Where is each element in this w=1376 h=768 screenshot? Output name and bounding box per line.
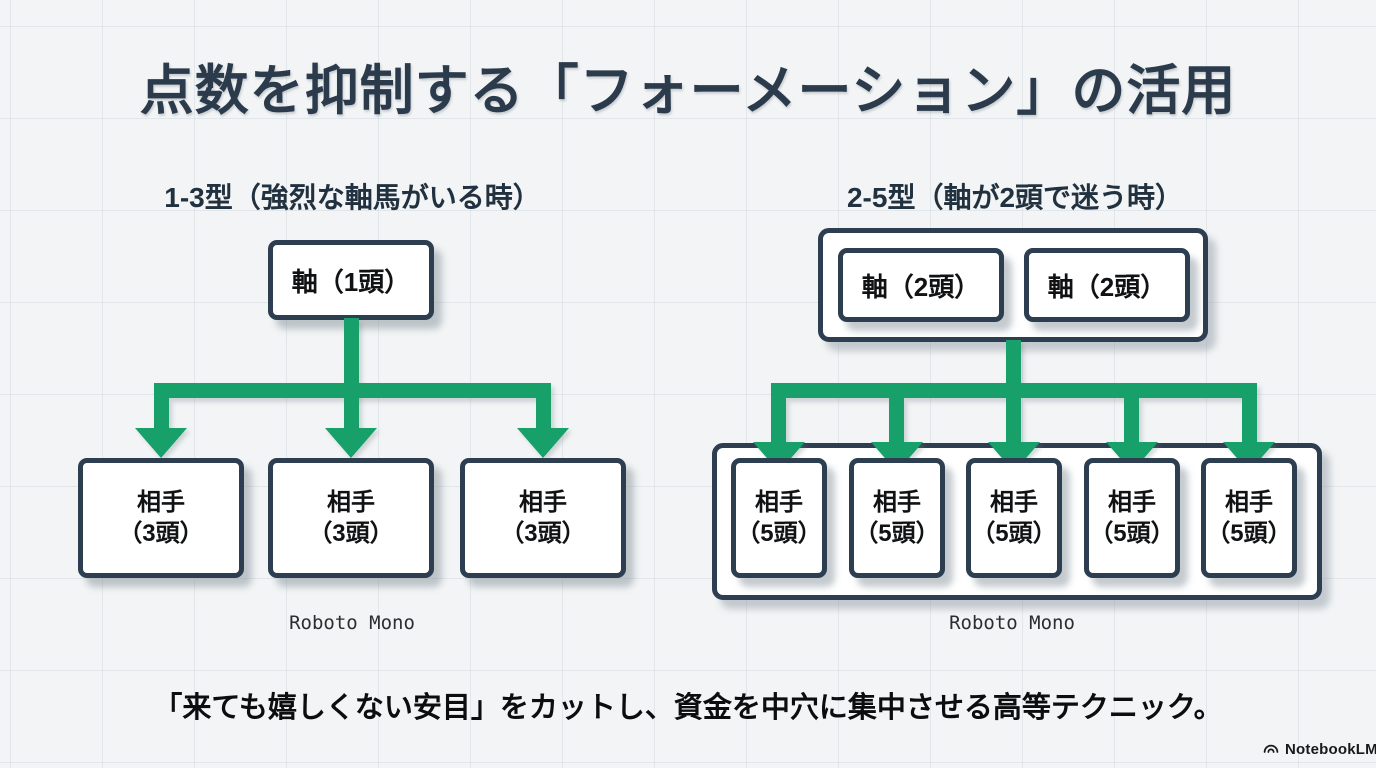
left-diagram-heading: 1-3型（強烈な軸馬がいる時） [164, 182, 541, 213]
left-partner-box-1: 相手 （3頭） [78, 458, 244, 578]
right-partner-box-5: 相手 （5頭） [1201, 458, 1297, 578]
partner-label-line2: （5頭） [1206, 520, 1292, 547]
watermark-label: NotebookLM [1285, 740, 1376, 758]
partner-label-line2: （5頭） [1089, 520, 1175, 547]
right-partner-box-2: 相手 （5頭） [849, 458, 945, 578]
right-connector-drop-4 [1124, 398, 1139, 443]
partner-label-line2: （3頭） [500, 520, 586, 547]
right-font-caption: Roboto Mono [949, 612, 1075, 634]
right-axis-label: 軸（2頭） [861, 271, 981, 302]
right-connector-drop-1 [771, 398, 786, 443]
left-connector-crossbar [154, 383, 551, 398]
right-connector-drop-2 [889, 398, 904, 443]
right-connector-crossbar [771, 383, 1257, 398]
footer-note: 「来ても嬉しくない安目」をカットし、資金を中穴に集中させる高等テクニック。 [153, 692, 1223, 724]
partner-label-line2: （5頭） [971, 520, 1057, 547]
right-axis-box-1: 軸（2頭） [838, 248, 1004, 322]
partner-label-line1: 相手 [873, 488, 921, 516]
partner-label-line1: 相手 [327, 488, 375, 516]
right-diagram-heading: 2-5型（軸が2頭で迷う時） [846, 182, 1184, 213]
arrow-down-icon [135, 428, 187, 458]
left-axis-label: 軸（1頭） [291, 266, 411, 297]
right-axis-label: 軸（2頭） [1047, 271, 1167, 302]
right-partner-box-1: 相手 （5頭） [731, 458, 827, 578]
partner-label-line1: 相手 [519, 488, 567, 516]
notebooklm-watermark: NotebookLM [1262, 740, 1376, 758]
partner-label-line1: 相手 [990, 488, 1038, 516]
right-partner-box-4: 相手 （5頭） [1084, 458, 1180, 578]
right-connector-trunk [1006, 340, 1021, 383]
partner-label-line2: （5頭） [736, 520, 822, 547]
left-partner-box-2: 相手 （3頭） [268, 458, 434, 578]
arrow-down-icon [517, 428, 569, 458]
partner-label-line2: （3頭） [118, 520, 204, 547]
partner-label-line1: 相手 [1225, 488, 1273, 516]
partner-label-line1: 相手 [755, 488, 803, 516]
left-connector-drop-2 [344, 398, 359, 429]
right-connector-drop-3 [1006, 398, 1021, 443]
partner-label-line2: （3頭） [308, 520, 394, 547]
partner-label-line1: 相手 [1108, 488, 1156, 516]
left-connector-drop-1 [154, 398, 169, 429]
partner-label-line1: 相手 [137, 488, 185, 516]
notebooklm-logo-icon [1262, 740, 1280, 758]
left-connector-trunk [344, 318, 359, 398]
left-partner-box-3: 相手 （3頭） [460, 458, 626, 578]
right-partner-box-3: 相手 （5頭） [966, 458, 1062, 578]
page-title: 点数を抑制する「フォーメーション」の活用 [139, 61, 1237, 121]
left-font-caption: Roboto Mono [289, 612, 415, 634]
right-connector-drop-5 [1242, 398, 1257, 443]
left-axis-box: 軸（1頭） [268, 240, 434, 320]
arrow-down-icon [325, 428, 377, 458]
left-connector-drop-3 [536, 398, 551, 429]
right-axis-box-2: 軸（2頭） [1024, 248, 1190, 322]
partner-label-line2: （5頭） [854, 520, 940, 547]
